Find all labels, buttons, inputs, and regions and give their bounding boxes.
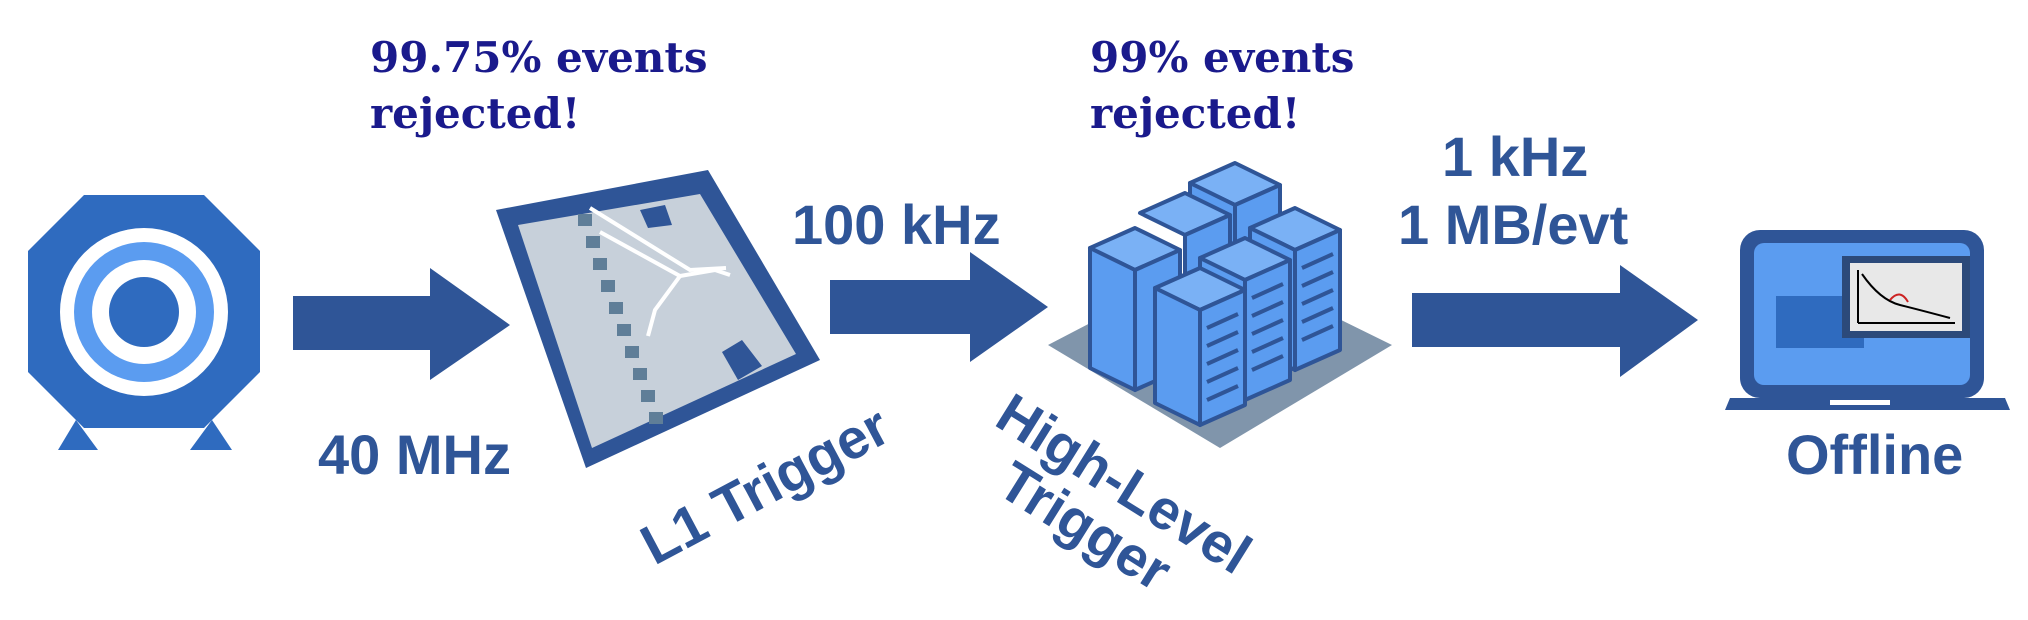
server-rack-icon [1048, 161, 1392, 448]
l1-output-rate-label: 100 kHz [792, 193, 1001, 256]
hlt-output-size-label: 1 MB/evt [1398, 193, 1629, 256]
detector-icon [28, 195, 260, 450]
laptop-plot-icon [1725, 230, 2010, 410]
arrow-icon [1412, 265, 1698, 377]
arrow-icon [830, 252, 1048, 362]
hlt-output-rate-label: 1 kHz [1442, 125, 1589, 188]
trigger-board-icon [496, 170, 820, 468]
arrow-icon [293, 268, 510, 380]
input-rate-label: 40 MHz [318, 423, 511, 486]
offline-label: Offline [1786, 423, 1964, 486]
